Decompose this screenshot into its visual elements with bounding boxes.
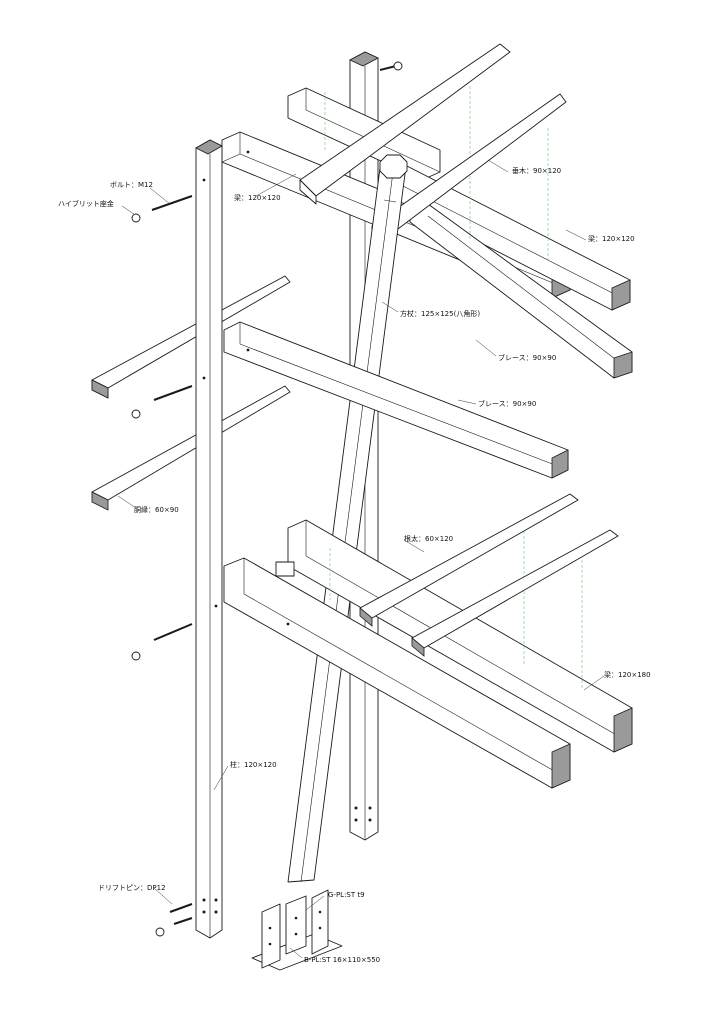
bolt-lower [131,623,193,661]
label-beam-bottom: 梁：120×180 [604,670,651,679]
lower-beam-front [223,557,571,789]
bolt-top-back [379,61,403,71]
label-gusset-plate: G-PL:ST t9 [328,891,365,899]
label-drift-pin: ドリフトピン：DP12 [98,884,166,892]
leader-lines [117,159,605,959]
diagonal-square-post [287,154,408,883]
label-rafter: 垂木：90×120 [512,166,561,175]
labels: ボルト：M12 ハイブリット座金 梁：120×120 垂木：90×120 梁：1… [58,166,651,964]
label-beam-top-left: 梁：120×120 [234,193,281,202]
lower-joist-back [359,493,579,627]
label-beam-top-right: 梁：120×120 [588,234,635,243]
drift-pins [155,903,193,937]
label-bolt: ボルト：M12 [110,181,153,189]
label-brace-mid: ブレース：90×90 [478,399,536,408]
mid-girt-lower-left [91,385,291,511]
upper-rafter-back [299,43,511,205]
bolt-top [131,195,193,223]
lower-joist-front [411,529,619,657]
lower-beam-back [275,519,633,753]
mid-brace [223,321,569,479]
lower-hidden-lines [329,526,583,690]
label-square-post: 方杖：125×125(八角形) [400,309,480,318]
label-girt: 胴縁：60×90 [134,505,179,514]
label-washer: ハイブリット座金 [58,199,114,208]
base-plate-assembly [251,889,343,971]
label-brace-top: ブレース：90×90 [498,353,556,362]
label-joist: 根太：60×120 [404,534,453,543]
label-base-plate: B-PL:ST 16×110×550 [304,956,380,964]
bolt-mid [131,385,193,419]
label-column: 柱：120×120 [230,760,277,769]
front-column [195,139,223,939]
